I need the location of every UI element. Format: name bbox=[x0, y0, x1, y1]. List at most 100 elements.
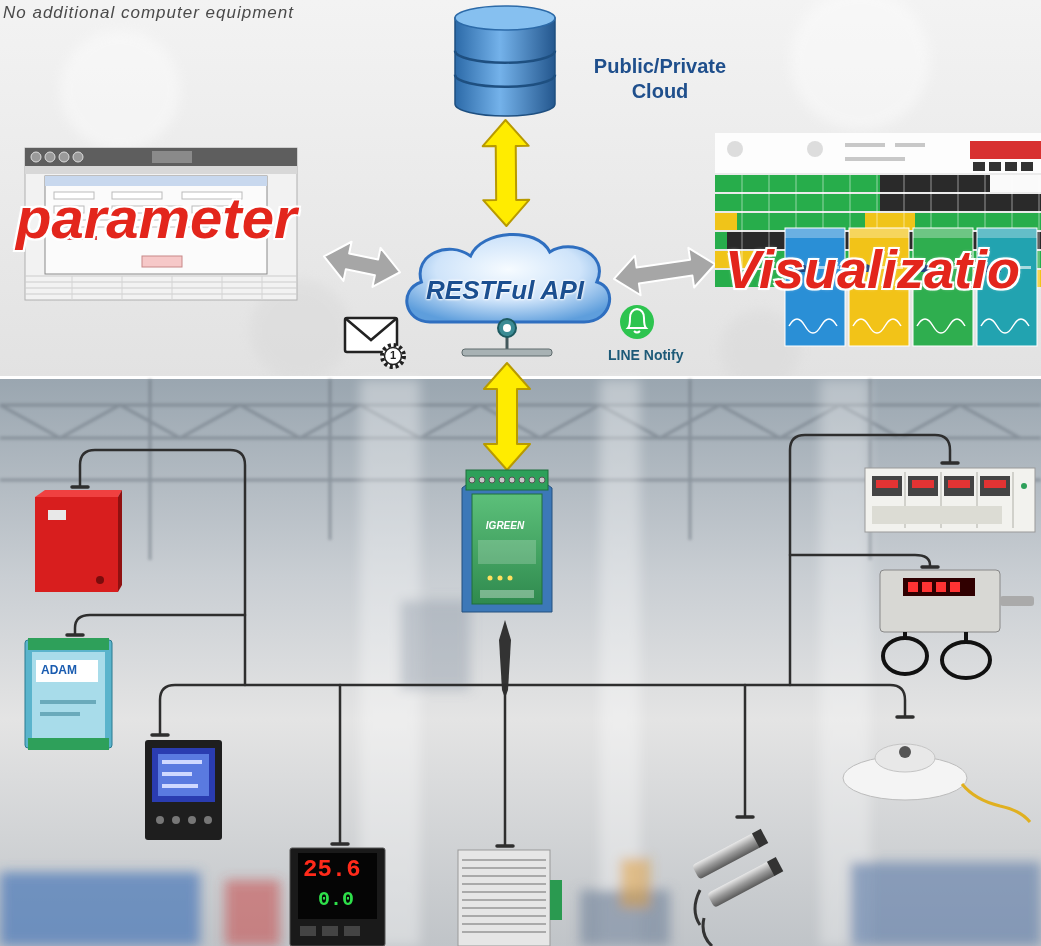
parameter-screenshot-shape-part bbox=[262, 276, 263, 300]
parameter-screenshot-shape-part bbox=[25, 276, 297, 277]
heatsink-module bbox=[458, 850, 562, 946]
visualization-screenshot-shape-part bbox=[715, 213, 737, 230]
link-arrow bbox=[614, 248, 715, 295]
power-meter-part bbox=[152, 748, 215, 802]
inverter-box-part bbox=[118, 490, 122, 592]
iot-gateway-shape-part bbox=[489, 477, 495, 483]
visualization-screenshot-shape-part bbox=[789, 319, 837, 333]
adam-io-module-part bbox=[28, 738, 109, 750]
power-meter-part bbox=[162, 760, 202, 764]
database-cylinder-shape-part bbox=[455, 51, 555, 63]
heatsink-module-part bbox=[550, 880, 562, 920]
visualization-screenshot-shape-part bbox=[880, 175, 990, 192]
light-sensor-part bbox=[962, 784, 1030, 822]
iot-gateway-shape-part bbox=[509, 477, 515, 483]
light-sensor bbox=[843, 744, 1030, 822]
power-meter-part bbox=[204, 816, 212, 824]
visualization-screenshot-shape-part bbox=[715, 133, 1041, 173]
parameter-screenshot-shape-part bbox=[172, 276, 173, 300]
parameter-screenshot-shape-part bbox=[25, 282, 297, 283]
gateway-wiring-part-part bbox=[737, 815, 753, 819]
power-meter-part bbox=[145, 740, 222, 840]
heatsink-module-part bbox=[462, 860, 546, 932]
visualization-screenshot-shape-part bbox=[845, 143, 885, 147]
gateway-wiring-part bbox=[75, 615, 245, 634]
plc-rack-part bbox=[984, 480, 1006, 488]
ir-sensors-part bbox=[695, 890, 712, 946]
visualization-screenshot-shape-part bbox=[915, 213, 1041, 230]
factory-background-part-part bbox=[620, 858, 650, 908]
factory-background-part-part bbox=[850, 862, 1041, 946]
visualization-screenshot-shape-part bbox=[970, 141, 1041, 159]
mail-icon-part bbox=[345, 318, 397, 340]
parameter-screenshot-shape-part bbox=[72, 276, 73, 300]
visualization-screenshot-shape-part bbox=[807, 141, 823, 157]
iot-gateway-shape-part bbox=[499, 477, 505, 483]
gateway-wiring-part bbox=[160, 685, 905, 734]
th-transmitter-part bbox=[922, 582, 932, 592]
adam-io-module-part bbox=[40, 700, 96, 704]
temperature-controller-part bbox=[298, 853, 377, 919]
parameter-screenshot-shape-part bbox=[25, 294, 297, 295]
visualization-screenshot-shape-part bbox=[785, 228, 845, 238]
data-arrow bbox=[484, 363, 530, 470]
gateway-wiring-part-part bbox=[497, 844, 513, 848]
visualization-screenshot-shape-part bbox=[913, 228, 973, 238]
display-value: 0.0 bbox=[318, 888, 354, 911]
visualization-screenshot-shape-part bbox=[977, 228, 1037, 238]
line-notify-icon bbox=[620, 305, 654, 339]
ir-sensors-part-part bbox=[767, 857, 783, 876]
display-value: 25.6 bbox=[303, 856, 361, 884]
gateway-wiring-part-part bbox=[922, 565, 938, 569]
ir-sensors-part-part bbox=[707, 860, 778, 908]
iot-gateway-shape-part bbox=[466, 470, 548, 490]
plc-rack-part bbox=[944, 476, 974, 496]
th-transmitter-part bbox=[883, 638, 927, 674]
factory-background-part-part bbox=[820, 379, 870, 946]
visualization-screenshot-shape-part bbox=[865, 213, 915, 230]
visualization-screenshot-shape-part bbox=[845, 157, 905, 161]
gateway-wiring-part-part bbox=[67, 633, 83, 637]
device-label: ADAM bbox=[41, 664, 77, 678]
temperature-controller bbox=[290, 848, 385, 946]
factory-background-part-part bbox=[400, 600, 470, 690]
adam-io-module-part bbox=[36, 660, 98, 682]
th-transmitter-part bbox=[903, 578, 975, 596]
plc-rack-part bbox=[865, 468, 1035, 532]
parameter-screenshot-shape-part bbox=[45, 152, 55, 162]
parameter-screenshot: parameter bbox=[12, 148, 324, 300]
gateway-wiring-part-part bbox=[152, 733, 168, 737]
gateway-wiring-part bbox=[339, 685, 342, 843]
iot-gateway-shape-part bbox=[469, 477, 475, 483]
power-meter-part bbox=[172, 816, 180, 824]
gateway-wiring-part-part bbox=[72, 485, 88, 489]
th-transmitter-part bbox=[905, 632, 966, 642]
data-arrow bbox=[483, 120, 529, 226]
iot-gateway-shape-part bbox=[479, 477, 485, 483]
gateway-wiring-part bbox=[744, 685, 747, 816]
iot-gateway-shape-part bbox=[498, 576, 503, 581]
service-label: LINE Notify bbox=[608, 347, 683, 363]
link-arrow bbox=[324, 242, 400, 287]
th-transmitter-part bbox=[908, 582, 918, 592]
visualization-screenshot-shape-part bbox=[895, 143, 925, 147]
database-cylinder: Public/Private Cloud bbox=[450, 2, 560, 120]
plc-rack-part bbox=[872, 476, 902, 496]
factory-background bbox=[0, 379, 1041, 946]
gateway-wiring-part bbox=[80, 450, 245, 685]
inverter-box bbox=[35, 490, 122, 592]
ir-sensors bbox=[692, 829, 783, 946]
light-sensor-part bbox=[875, 744, 935, 772]
parameter-screenshot-shape-part bbox=[31, 152, 41, 162]
heatsink-module-part bbox=[458, 850, 550, 946]
power-meter-part bbox=[162, 772, 192, 776]
note-text: No additional computer equipment bbox=[3, 3, 294, 23]
database-cylinder-shape-part bbox=[455, 18, 555, 116]
parameter-screenshot-shape-part bbox=[25, 288, 297, 289]
power-meter-part bbox=[188, 816, 196, 824]
inverter-box-part bbox=[35, 490, 122, 497]
th-transmitter-part bbox=[942, 642, 990, 678]
top-panel bbox=[0, 0, 1041, 390]
adam-io-module-part bbox=[40, 712, 80, 716]
